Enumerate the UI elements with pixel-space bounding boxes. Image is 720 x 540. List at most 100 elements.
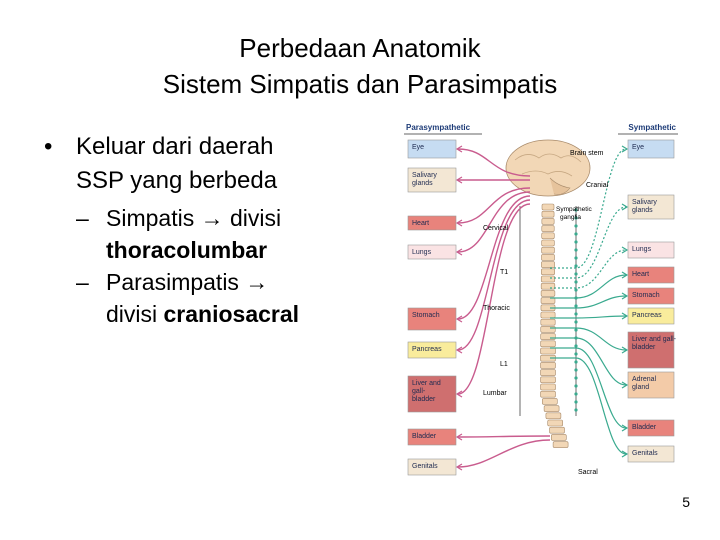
organ-label: glands <box>632 207 653 214</box>
bullet-line-2: SSP yang berbeda <box>76 167 278 194</box>
parasympathetic-header: Parasympathetic <box>406 123 471 132</box>
ganglion-bead <box>574 320 578 324</box>
arrowhead-icon <box>621 312 629 320</box>
parasympathetic-organ-eye: Eye <box>407 139 457 159</box>
sympathetic-ganglia-label-2: ganglia <box>560 214 581 221</box>
ganglion-bead <box>574 344 578 348</box>
ganglion-bead <box>574 384 578 388</box>
sympathetic-organ-genitals: Genitals <box>627 445 675 463</box>
vertebra <box>541 210 555 218</box>
right-arrow-icon: → <box>245 269 269 295</box>
parasympathetic-organ-pancreas: Pancreas <box>407 341 457 359</box>
organ-label: Lungs <box>632 246 652 253</box>
vertebra <box>540 311 556 319</box>
ganglion-bead <box>574 400 578 404</box>
vertebra <box>540 318 556 326</box>
title-line-2: Sistem Simpatis dan Parasimpatis <box>162 69 558 99</box>
sympathetic-target-organs: EyeSalivaryglandsLungsHeartStomachPancre… <box>627 139 677 463</box>
ganglion-bead <box>574 304 578 308</box>
sympathetic-organ-heart: Heart <box>627 266 675 284</box>
brain-illustration <box>505 139 591 197</box>
vertebra <box>540 376 556 384</box>
sympathetic-organ-eye: Eye <box>627 139 675 159</box>
vertebra <box>541 261 555 268</box>
arrowhead-icon <box>455 463 463 471</box>
sympathetic-nerve <box>550 315 627 319</box>
vertebra <box>541 232 555 240</box>
dash-icon: – <box>76 269 89 295</box>
arrowhead-icon <box>621 145 629 153</box>
sympathetic-nerve <box>550 295 627 309</box>
vertebra <box>540 297 556 304</box>
vertebra <box>540 290 556 297</box>
sub2-bold: craniosacral <box>163 301 300 327</box>
cranial-label: Cranial <box>586 182 609 189</box>
sub-bullet-parasimpatis: – Parasimpatis → divisi craniosacral <box>44 266 374 330</box>
parasympathetic-nerve <box>457 195 531 320</box>
arrowhead-icon <box>621 203 629 211</box>
lumbar-label: Lumbar <box>483 390 507 397</box>
ganglion-bead <box>574 352 578 356</box>
arrowhead-icon <box>621 246 629 254</box>
brain-stem-label: Brain stem <box>570 150 604 157</box>
sacral-label: Sacral <box>578 469 598 476</box>
vertebra <box>541 254 555 261</box>
ganglion-bead <box>574 376 578 380</box>
vertebra <box>540 275 556 283</box>
parasympathetic-nerve <box>457 191 531 253</box>
vertebra <box>541 239 555 247</box>
spinal-column-illustration <box>540 203 569 448</box>
vertebra <box>545 412 562 420</box>
organ-label: bladder <box>632 344 656 351</box>
organ-label: Lungs <box>412 249 432 256</box>
vertebra <box>541 203 555 211</box>
organ-label: gall- <box>412 388 426 395</box>
organ-label: Eye <box>632 144 644 151</box>
organ-label: Liver and <box>412 380 441 387</box>
ganglion-bead <box>574 360 578 364</box>
ganglion-bead <box>574 328 578 332</box>
organ-label: Salivary <box>412 172 437 179</box>
nerve-pathways <box>455 145 629 471</box>
vertebra <box>542 398 558 405</box>
sympathetic-header: Sympathetic <box>628 123 676 132</box>
vertebra <box>547 419 563 427</box>
organ-label: gland <box>632 384 649 391</box>
vertebra <box>543 405 560 412</box>
vertebra <box>541 218 555 225</box>
parasympathetic-nerve <box>457 439 551 468</box>
ganglion-bead <box>574 248 578 252</box>
parasympathetic-nerve <box>457 203 531 395</box>
arrowhead-icon <box>455 433 463 441</box>
organ-label: Stomach <box>412 312 440 319</box>
ganglion-bead <box>574 408 578 412</box>
parasympathetic-target-organs: EyeSalivaryglandsHeartLungsStomachPancre… <box>407 139 457 476</box>
bullet-item: • Keluar dari daerah SSP yang berbeda <box>44 130 374 198</box>
arrowhead-icon <box>455 315 463 323</box>
sub2-text: divisi <box>106 301 164 327</box>
ganglion-bead <box>574 256 578 260</box>
ganglion-bead <box>574 240 578 244</box>
arrowhead-icon <box>621 381 629 389</box>
bullet-list: • Keluar dari daerah SSP yang berbeda – … <box>44 130 374 330</box>
sympathetic-organ-stomach: Stomach <box>627 287 675 305</box>
sub-bullet-simpatis: – Simpatis → divisi thoracolumbar <box>44 202 374 266</box>
vertebra <box>541 246 555 254</box>
ganglion-bead <box>574 312 578 316</box>
arrowhead-icon <box>621 346 629 354</box>
organ-label: bladder <box>412 396 436 403</box>
sympathetic-ganglia-label-1: Sympathetic <box>556 206 593 213</box>
cervical-label: Cervical <box>483 225 509 232</box>
sympathetic-nerve <box>550 337 627 386</box>
organ-label: Bladder <box>632 424 657 431</box>
vertebra <box>552 441 569 448</box>
parasympathetic-nerve <box>457 435 551 438</box>
organ-label: Genitals <box>632 450 658 457</box>
ganglion-bead <box>574 264 578 268</box>
arrowhead-icon <box>455 219 463 227</box>
organ-label: Heart <box>632 271 649 278</box>
sympathetic-organ-liver-and-gall-bladder: Liver and gall-bladder <box>627 331 677 369</box>
organ-label: Heart <box>412 220 429 227</box>
